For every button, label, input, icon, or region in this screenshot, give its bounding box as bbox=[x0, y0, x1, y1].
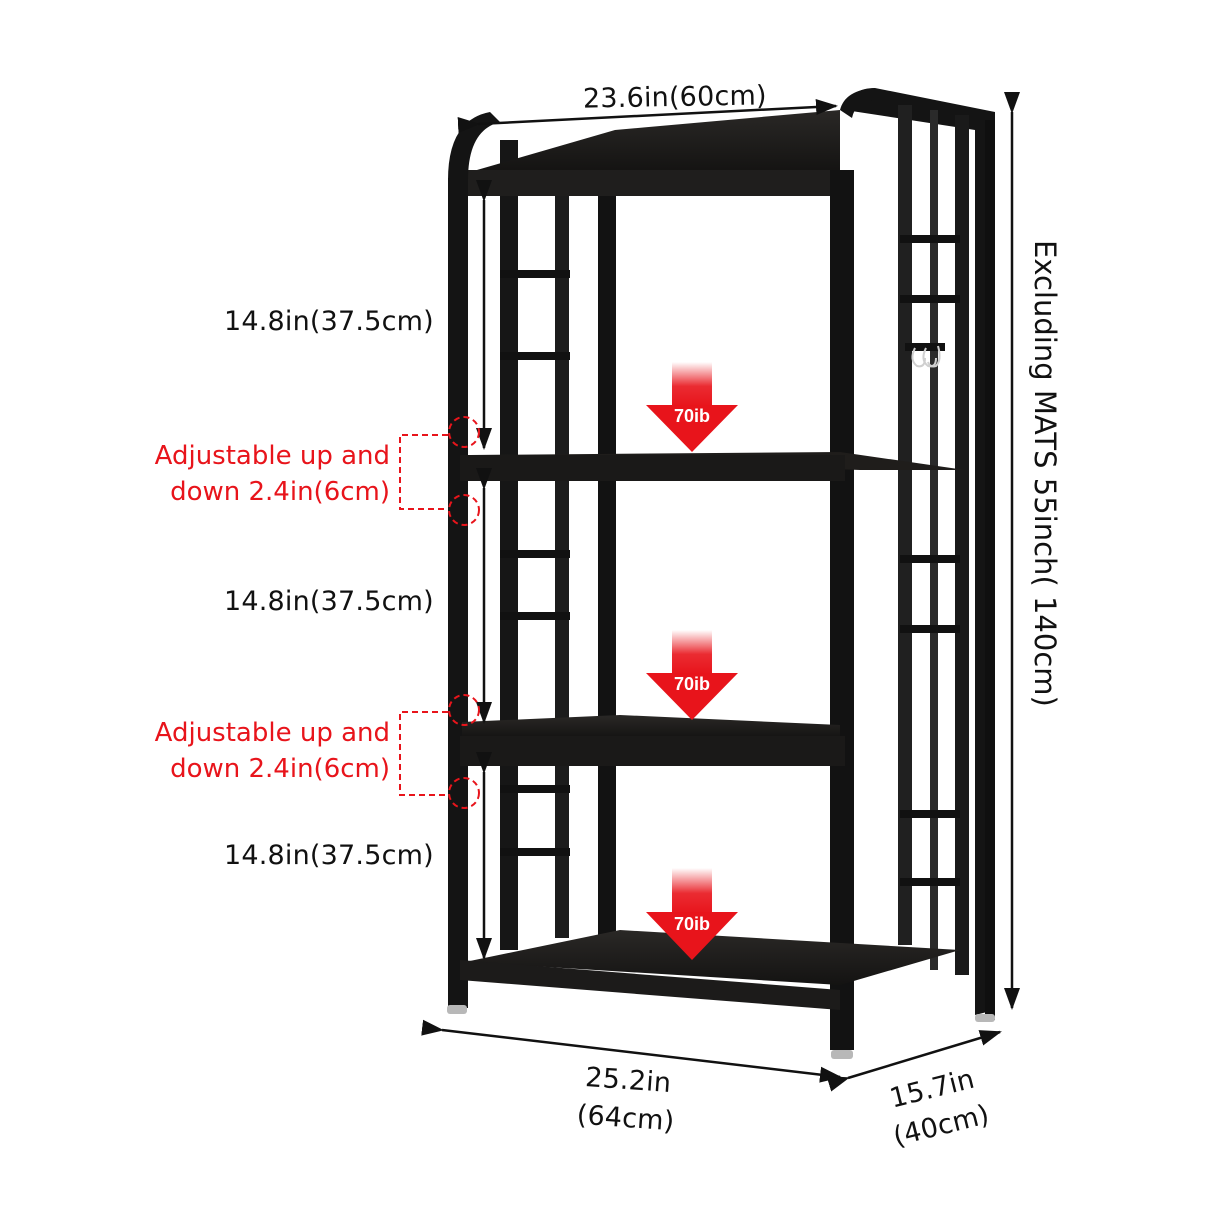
bottom-width-arrow bbox=[421, 1019, 842, 1083]
top-width-label: 23.6in(60cm) bbox=[582, 80, 767, 115]
s-hooks bbox=[905, 343, 945, 368]
adjustable-note-2-line2: down 2.4in(6cm) bbox=[170, 754, 390, 784]
adjustable-callout-1 bbox=[399, 416, 480, 526]
bottom-shelf bbox=[448, 930, 960, 1010]
load-arrow-1 bbox=[646, 362, 738, 452]
load-badge-3: 70ib bbox=[673, 914, 711, 934]
adjustable-note-2-line1: Adjustable up and bbox=[154, 718, 390, 748]
load-badge-2: 70ib bbox=[673, 674, 711, 694]
adjustable-note-1-line2: down 2.4in(6cm) bbox=[170, 477, 390, 507]
shelf-2 bbox=[460, 452, 965, 481]
load-arrow-3 bbox=[646, 868, 738, 960]
adjustable-callout-2 bbox=[399, 694, 480, 809]
top-width-arrow bbox=[457, 99, 838, 133]
left-ladder-rungs bbox=[500, 270, 570, 856]
adjustable-note-2: Adjustable up and down 2.4in(6cm) bbox=[132, 715, 390, 787]
front-left-frame bbox=[448, 88, 875, 1050]
bottom-width-label: 25.2in (64cm) bbox=[575, 1059, 678, 1142]
tier-gap-label-3: 14.8in(37.5cm) bbox=[224, 840, 434, 871]
tier-gap-label-2: 14.8in(37.5cm) bbox=[224, 586, 434, 617]
tier-gap-label-1: 14.8in(37.5cm) bbox=[224, 306, 434, 337]
bottom-width-cm: (64cm) bbox=[575, 1099, 676, 1138]
adjustable-note-1-line1: Adjustable up and bbox=[154, 441, 390, 471]
load-arrow-2 bbox=[646, 630, 738, 720]
height-label: Excluding MATS 55inch( 140cm) bbox=[1028, 240, 1062, 707]
adjustable-note-1: Adjustable up and down 2.4in(6cm) bbox=[132, 438, 390, 510]
back-right-frame bbox=[845, 88, 995, 1020]
right-ladder-rungs bbox=[900, 235, 960, 886]
back-left-frame bbox=[500, 140, 616, 950]
shelf-3 bbox=[460, 715, 845, 766]
depth-arrow bbox=[826, 1030, 1002, 1092]
leveling-feet bbox=[447, 1005, 995, 1059]
load-badge-1: 70ib bbox=[673, 406, 711, 426]
